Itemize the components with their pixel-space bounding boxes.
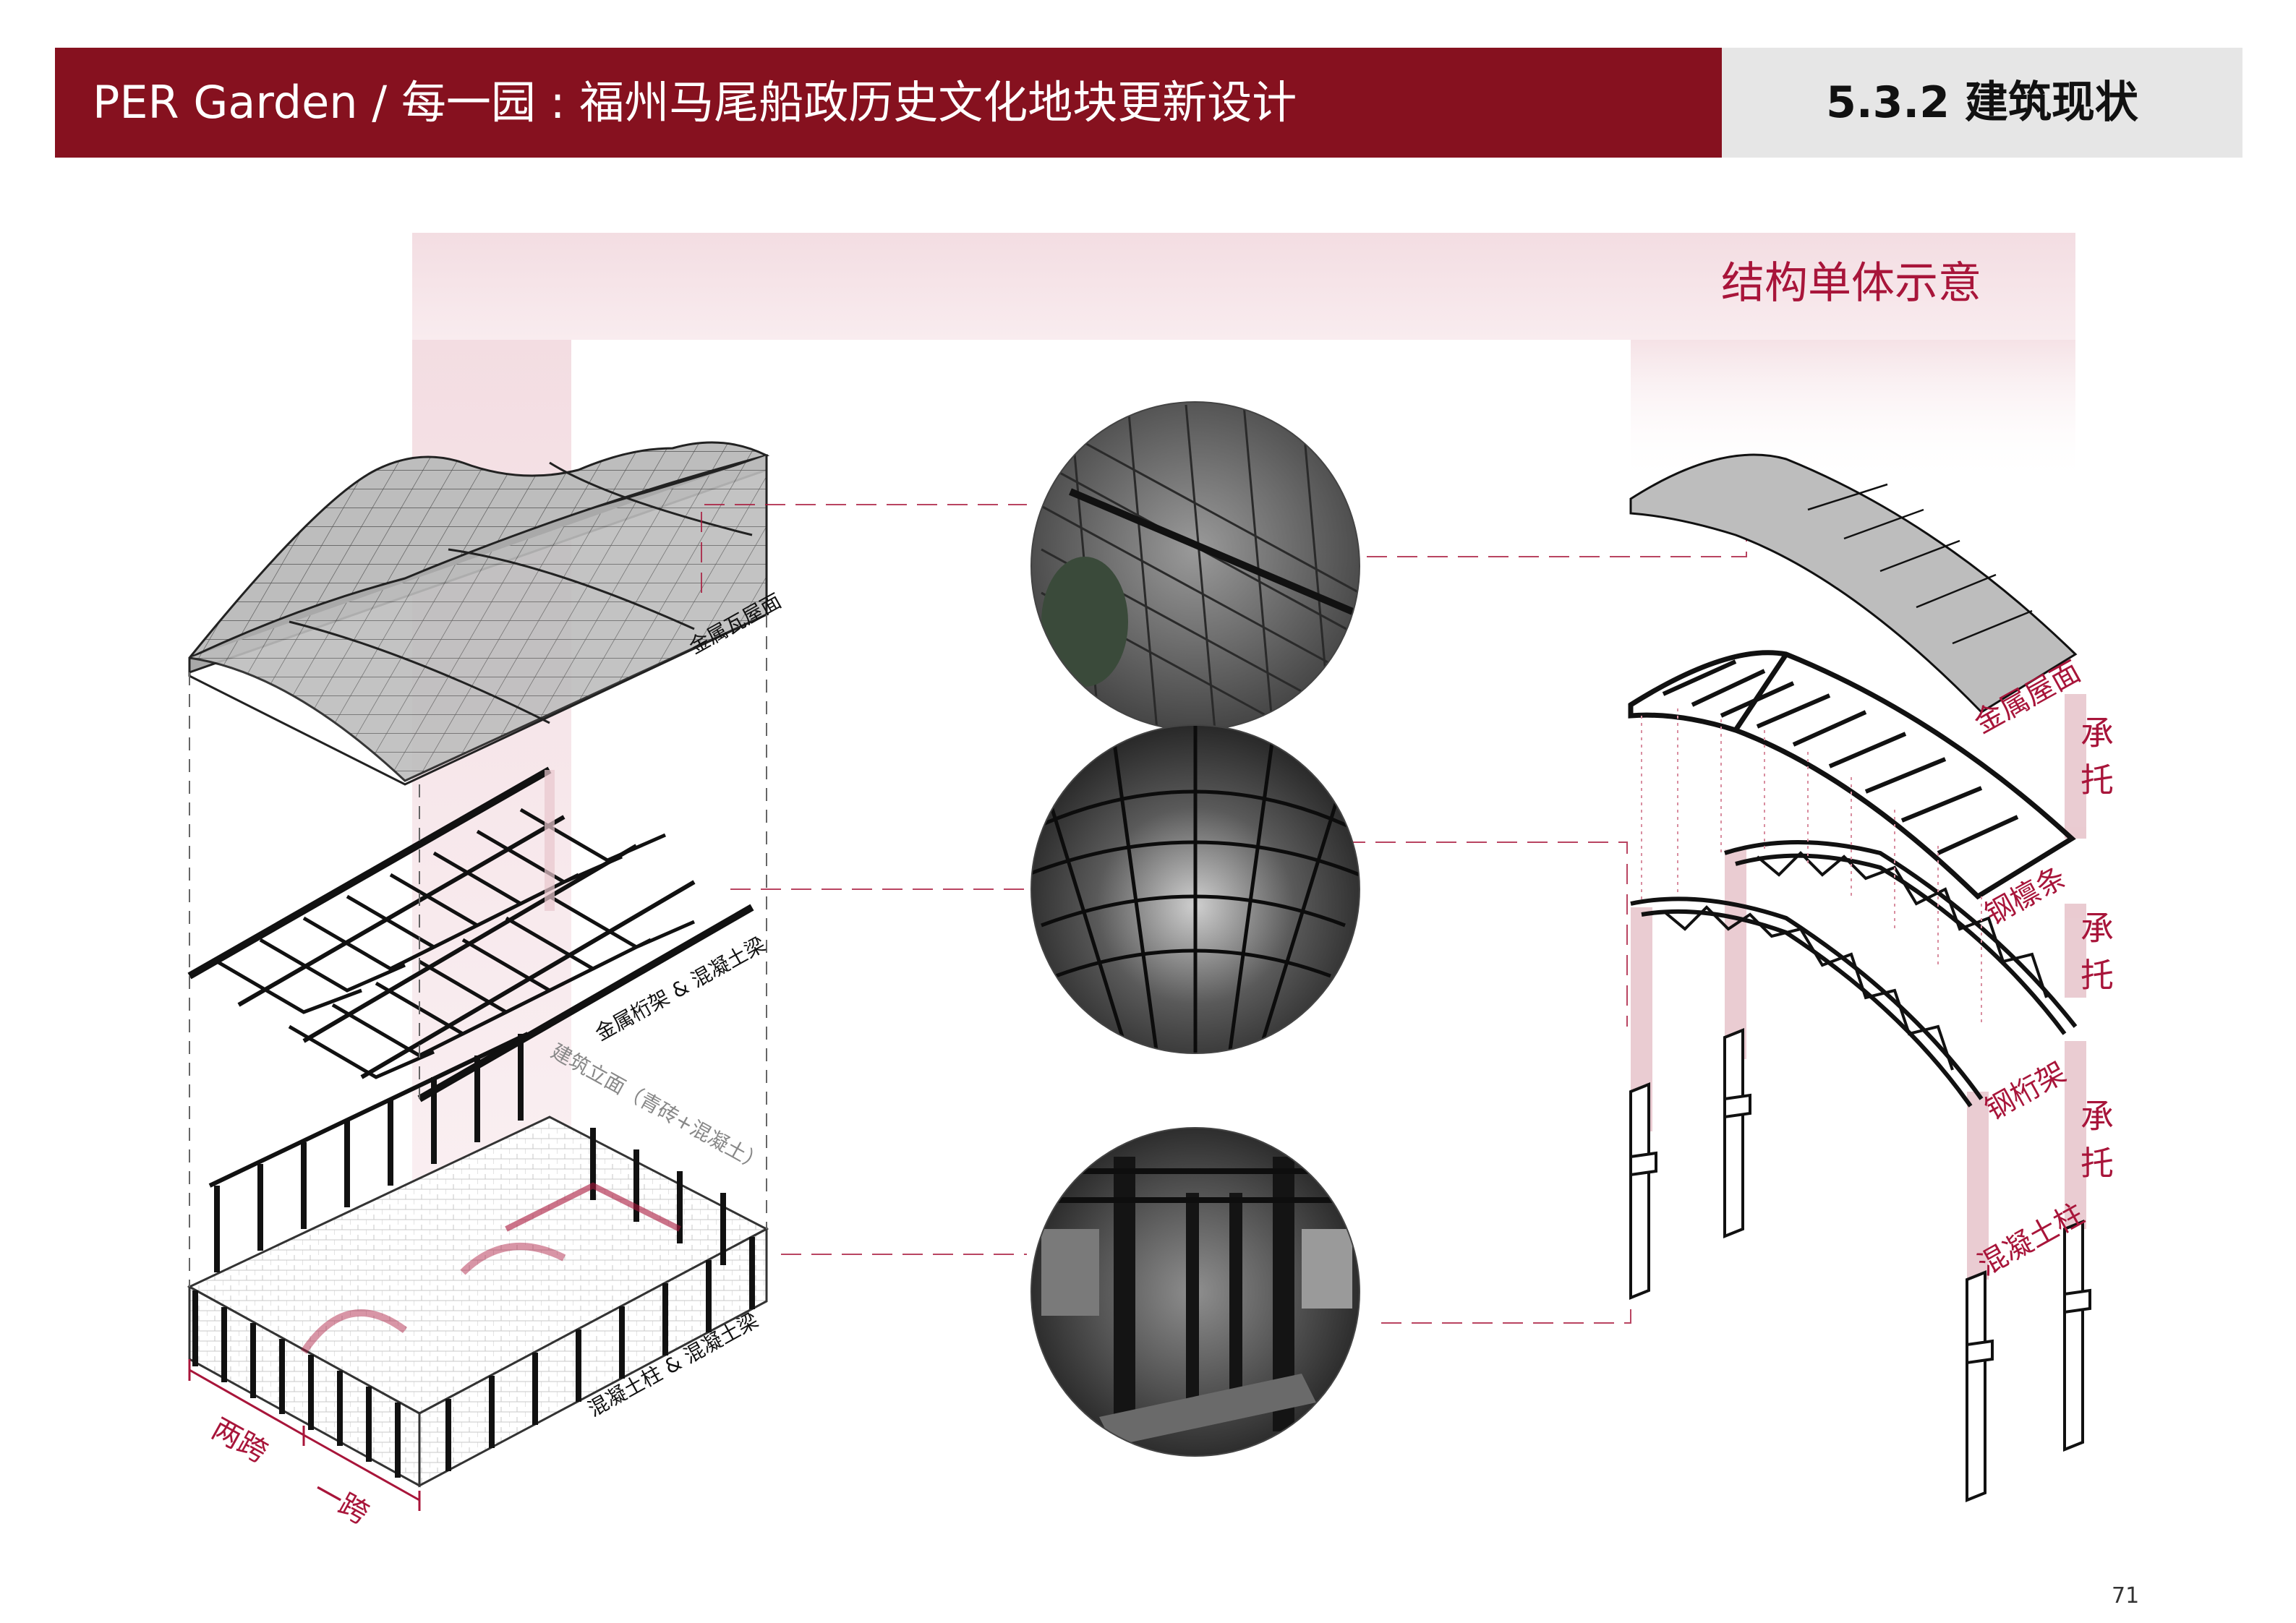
support-labels: 承 托 承 托 承 托	[2081, 714, 2114, 1183]
column-photo	[1031, 1128, 1360, 1456]
right-trusses	[1630, 840, 2078, 1108]
section-title: 5.3.2 建筑现状	[1826, 77, 2138, 128]
support-label-2-top: 承	[2081, 909, 2114, 948]
right-roof	[1629, 453, 2078, 714]
support-label-3-bottom: 托	[2081, 1144, 2114, 1183]
header-bar	[55, 48, 1722, 158]
left-guides	[189, 614, 767, 1287]
right-label-truss: 钢桁架	[1980, 1055, 2072, 1126]
roof-photo	[1031, 402, 1360, 730]
left-wall-layer	[187, 1032, 769, 1488]
header-title: PER Garden / 每一园 : 福州马尾船政历史文化地块更新设计	[93, 76, 1297, 129]
right-columns	[1629, 1028, 2091, 1502]
page-number: 71	[2112, 1583, 2140, 1609]
span-dimensions	[188, 1359, 421, 1511]
support-label-3-top: 承	[2081, 1097, 2114, 1136]
left-label-two-span: 两跨	[206, 1413, 273, 1470]
support-label-1-bottom: 托	[2081, 761, 2114, 800]
truss-photo	[1031, 725, 1360, 1053]
support-label-2-bottom: 托	[2081, 956, 2114, 995]
left-truss-layer	[187, 766, 754, 1102]
section-bar	[1722, 48, 2242, 158]
left-label-one-span: 一跨	[307, 1474, 374, 1531]
support-label-1-top: 承	[2081, 714, 2114, 753]
diagram-subtitle: 结构单体示意	[1721, 258, 1981, 309]
right-label-purlin: 钢檩条	[1980, 860, 2072, 931]
right-guides	[1641, 708, 1982, 1027]
right-purlins	[1628, 650, 2076, 900]
left-roof-layer	[188, 441, 770, 786]
